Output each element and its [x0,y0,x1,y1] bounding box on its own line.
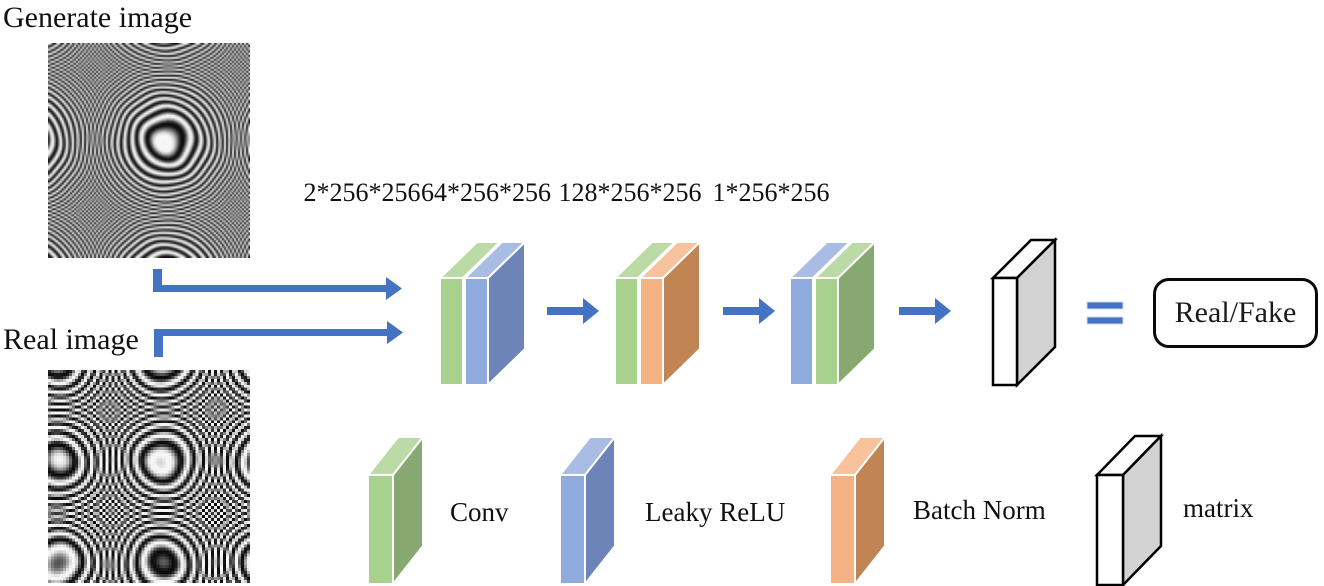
dim-label-conv1: 64*256*256 [421,178,551,207]
legend-leakyrelu-label: Leaky ReLU [645,497,786,527]
real-fake-label: Real/Fake [1174,296,1297,329]
legend-matrix-label: matrix [1183,493,1254,523]
legend-leakyrelu-swatch [557,434,618,586]
legend-conv-swatch [365,434,426,586]
dim-label-input: 2*256*256 [303,178,421,207]
legend-batchnorm-swatch [827,434,888,586]
real-image-label: Real image [3,323,139,356]
arrow-right-icon [899,298,951,324]
real-input-arrow-icon [154,321,403,357]
legend-conv-label: Conv [450,497,509,527]
dim-label-conv2: 128*256*256 [558,178,702,207]
legend-matrix-swatch [1094,432,1164,586]
arrow-right-icon [723,298,775,324]
leakyrelu-conv-block [787,239,878,388]
generated-fringe-image [48,43,250,258]
generate-input-arrow-icon [153,269,402,300]
real-fringe-image [48,370,250,583]
conv-batchnorm-block [612,239,703,388]
conv-leakyrelu-block [437,239,528,388]
legend-batchnorm-label: Batch Norm [913,495,1046,525]
dim-label-output: 1*256*256 [712,178,830,207]
real-fake-result-box: Real/Fake [1153,278,1318,348]
arrow-right-icon [547,298,599,324]
matrix-block [989,236,1059,389]
equals-icon [1086,301,1124,325]
generate-image-label: Generate image [3,1,193,34]
